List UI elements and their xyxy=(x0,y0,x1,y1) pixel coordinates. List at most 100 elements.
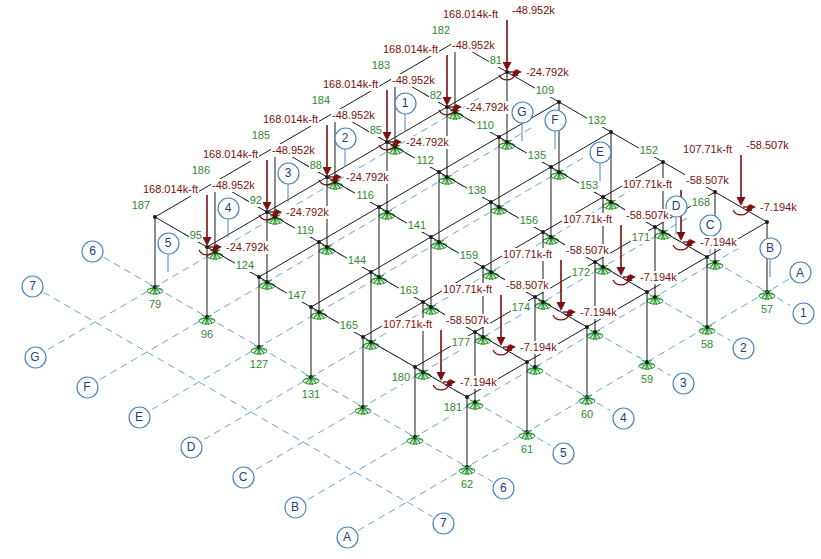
joint-dot xyxy=(549,165,553,169)
load-value: -48.952k xyxy=(391,74,436,87)
lateral-arrowhead xyxy=(216,244,222,250)
fixed-support xyxy=(527,365,543,375)
bubble-circle xyxy=(545,110,566,131)
frame-member xyxy=(275,147,587,327)
grid-line xyxy=(43,292,432,517)
load-value: -24.792k xyxy=(525,66,570,79)
joint-dot xyxy=(437,240,441,244)
force-arrow xyxy=(560,260,562,303)
grid-bubble: E xyxy=(589,141,612,164)
frame-members xyxy=(153,40,769,469)
joint-number: 112 xyxy=(415,154,435,167)
joint-dot xyxy=(661,160,665,164)
joint-number: 135 xyxy=(527,149,547,162)
bubble-circle xyxy=(733,338,754,359)
lateral-arrowhead xyxy=(630,274,636,280)
bubble-circle xyxy=(673,373,694,394)
joint-dot xyxy=(361,335,365,339)
joint-dot xyxy=(601,195,605,199)
load-value: -58.507k xyxy=(745,139,790,152)
grid-line xyxy=(256,218,687,469)
frame-member xyxy=(587,327,588,397)
joint-dot xyxy=(385,210,389,214)
joint-number: 171 xyxy=(631,231,651,244)
frame-member xyxy=(455,42,456,112)
load-value: -24.792k xyxy=(345,171,390,184)
force-arrowhead xyxy=(617,267,626,276)
load-value: 107.71k-ft xyxy=(442,283,493,296)
bubble-circle xyxy=(335,128,356,149)
load-value: -48.952k xyxy=(331,109,376,122)
joint-dot xyxy=(533,365,537,369)
joint-number: 85 xyxy=(369,124,383,137)
joint-dot xyxy=(557,170,561,174)
joint-number: 163 xyxy=(399,284,419,297)
joint-dot xyxy=(369,340,373,344)
joint-number: 116 xyxy=(355,189,375,202)
grid-bubble: B xyxy=(284,496,307,519)
grid-bubble: G xyxy=(511,101,534,124)
grid-label: B xyxy=(766,241,774,255)
base-grid xyxy=(48,94,790,499)
force-arrow xyxy=(440,330,442,373)
grid-line xyxy=(100,128,531,379)
bubble-leader xyxy=(345,149,346,167)
load-value: -58.507k xyxy=(565,244,610,257)
frame-member xyxy=(371,272,372,342)
joint-dot xyxy=(413,365,417,369)
joint-dot xyxy=(765,220,769,224)
joint-dot xyxy=(557,100,561,104)
grid-label: 1 xyxy=(800,306,807,320)
joint-dot xyxy=(369,270,373,274)
frame-member xyxy=(551,167,552,237)
frame-member xyxy=(475,332,476,402)
load-value: 168.014k-ft xyxy=(142,183,199,196)
joint-dot xyxy=(421,300,425,304)
joint-number: 168 xyxy=(691,196,711,209)
grid-bubble: 1 xyxy=(394,92,417,115)
joint-dot xyxy=(505,140,509,144)
frame-member xyxy=(527,362,528,432)
joint-dot xyxy=(593,330,597,334)
bubble-leader xyxy=(228,219,229,237)
lateral-arrow xyxy=(503,346,511,347)
force-arrowhead xyxy=(557,302,566,311)
lateral-arrowhead xyxy=(510,344,516,350)
bubble-circle xyxy=(77,377,98,398)
bubble-circle xyxy=(218,198,239,219)
grid-label: 1 xyxy=(402,96,409,110)
grid-bubble: 4 xyxy=(217,197,240,220)
grid-label: 5 xyxy=(560,446,567,460)
frame-member xyxy=(499,137,500,207)
supports xyxy=(147,110,775,475)
grid-label: 7 xyxy=(29,279,36,293)
joint-number: 186 xyxy=(191,164,211,177)
lateral-arrow xyxy=(209,246,217,247)
load-value: -24.792k xyxy=(285,206,330,219)
joint-dot xyxy=(325,245,329,249)
joint-dot xyxy=(645,360,649,364)
joint-dot xyxy=(361,405,365,409)
bubble-circle xyxy=(433,513,454,534)
bubble-leader xyxy=(676,217,677,235)
grid-label: G xyxy=(30,350,39,364)
joint-dot xyxy=(705,255,709,259)
load-value: -58.507k xyxy=(685,174,730,187)
joint-dot xyxy=(429,235,433,239)
joint-number: 156 xyxy=(519,214,539,227)
joint-dot xyxy=(309,375,313,379)
grid-bubble: A xyxy=(336,526,359,549)
joint-dot xyxy=(437,170,441,174)
load-value: 107.71k-ft xyxy=(382,318,433,331)
bubble-circle xyxy=(82,241,103,262)
force-arrowhead xyxy=(383,132,392,141)
load-value: -7.194k xyxy=(519,341,558,354)
frame-member xyxy=(439,172,440,242)
lateral-arrow xyxy=(329,176,337,177)
frame-member xyxy=(155,217,467,397)
grid-label: A xyxy=(796,266,804,280)
joint-dot xyxy=(497,135,501,139)
joint-number: 141 xyxy=(407,219,427,232)
joint-dot xyxy=(653,225,657,229)
load-value: 107.71k-ft xyxy=(562,213,613,226)
